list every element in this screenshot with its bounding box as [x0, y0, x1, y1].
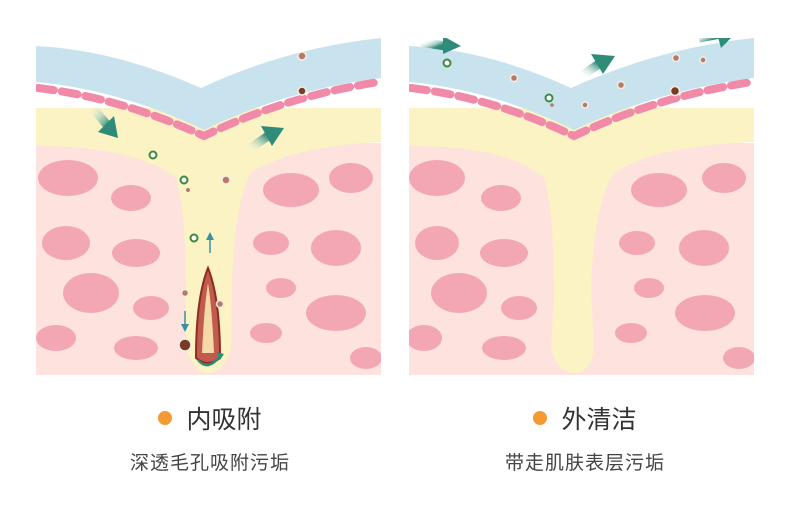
- skin-diagram-absorb: [36, 38, 381, 375]
- down-arrow-icon: [181, 324, 189, 332]
- yellow-layer: [36, 108, 381, 373]
- up-arrow-icon: [206, 232, 214, 240]
- dirt-particles: [442, 53, 707, 109]
- caption-subtitle: 深透毛孔吸附污垢: [129, 452, 290, 474]
- bullet-dot-icon: [533, 411, 548, 425]
- arrow-in-icon: [87, 103, 118, 138]
- arrow-out-icon: [245, 126, 284, 154]
- arrow-out-icon: [420, 38, 461, 54]
- skin-diagram-cleanse: [409, 38, 754, 375]
- dirt-particles: [148, 51, 307, 352]
- dashed-layer: [409, 78, 754, 141]
- caption-title: 内吸附: [186, 405, 262, 434]
- arrow-out-icon: [699, 38, 731, 48]
- bullet-dot-icon: [158, 411, 173, 425]
- epidermis-layer: [36, 38, 381, 130]
- curved-arrow-icon: [197, 355, 221, 367]
- pink-cells: [36, 160, 381, 369]
- caption-cleanse: 外清洁 带走肌肤表层污垢: [395, 400, 775, 475]
- caption-subtitle: 带走肌肤表层污垢: [504, 452, 665, 474]
- yellow-layer: [409, 108, 754, 373]
- pink-cells: [409, 160, 754, 369]
- arrow-out-icon: [578, 54, 615, 80]
- caption-absorb: 内吸附 深透毛孔吸附污垢: [20, 400, 400, 475]
- caption-title: 外清洁: [561, 405, 637, 434]
- epidermis-layer: [409, 38, 754, 130]
- dashed-layer: [36, 78, 381, 141]
